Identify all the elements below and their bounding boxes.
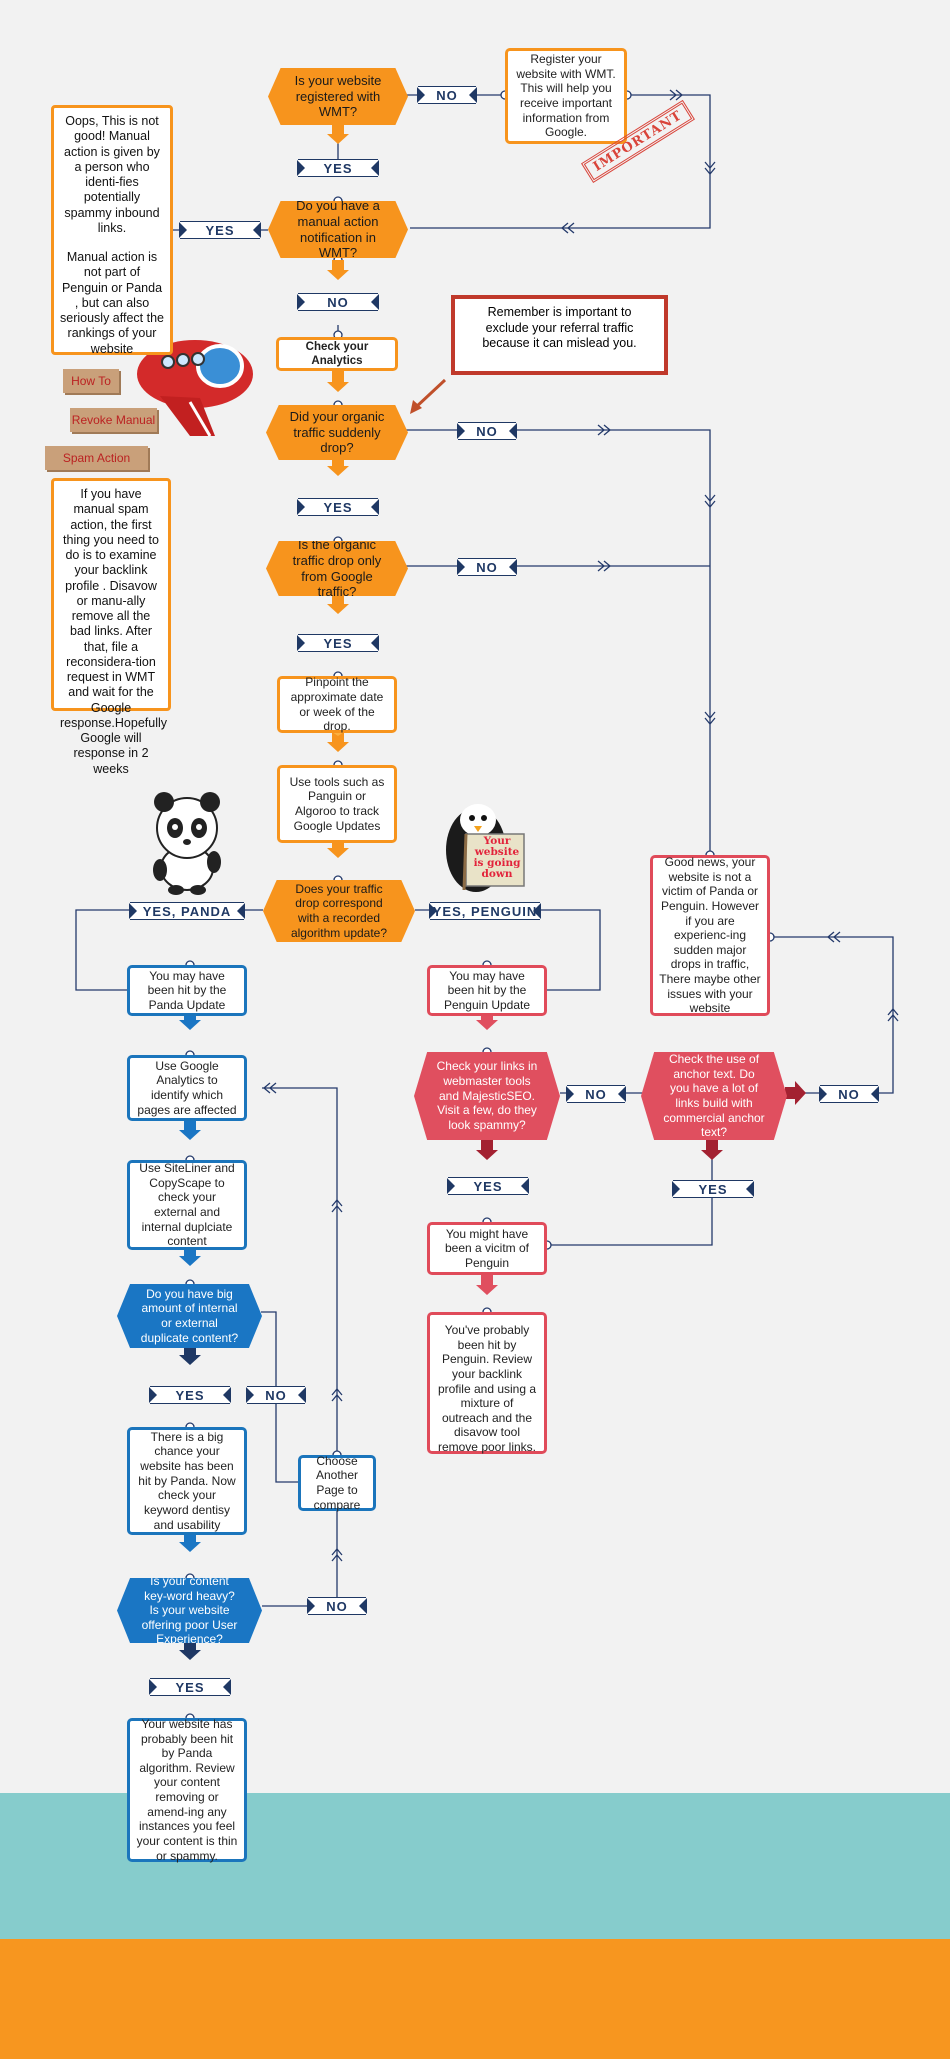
- label-text: YES: [323, 499, 353, 515]
- panda-hit-box: You may have been hit by the Panda Updat…: [127, 965, 247, 1016]
- register-wmt-box: Register your website with WMT. This wil…: [505, 48, 627, 144]
- big-duplicate-text: Do you have big amount of internal or ex…: [140, 1286, 239, 1345]
- label-yes-links: YES: [448, 1177, 528, 1195]
- remember-text: Remember is important to exclude your re…: [482, 305, 637, 351]
- label-text: NO: [436, 87, 458, 103]
- siteliner-box: Use SiteLiner and CopyScape to check you…: [127, 1160, 247, 1250]
- penguin-hit-box: You may have been hit by the Penguin Upd…: [427, 965, 547, 1016]
- siteliner-text: Use SiteLiner and CopyScape to check you…: [139, 1161, 235, 1249]
- pinpoint-box: Pinpoint the approximate date or week of…: [277, 675, 397, 734]
- panda-final-text: Your website has probably been hit by Pa…: [136, 1716, 238, 1863]
- big-duplicate-decision: Do you have big amount of internal or ex…: [117, 1284, 262, 1348]
- good-news-box: Good news, your website is not a victim …: [650, 855, 770, 1016]
- label-text: NO: [585, 1086, 607, 1102]
- manual-steps-text: If you have manual spam action, the firs…: [60, 487, 168, 776]
- penguin-sign-text: Your website is going down: [473, 835, 521, 881]
- label-yes-google: YES: [298, 634, 378, 652]
- label-text: NO: [326, 1598, 348, 1614]
- manual-action-text: Do you have a manual action notification…: [296, 197, 380, 261]
- check-analytics-text: Check your Analytics: [305, 340, 369, 367]
- label-text: NO: [838, 1086, 860, 1102]
- check-links-decision: Check your links in webmaster tools and …: [414, 1052, 560, 1140]
- correspond-decision: Does your traffic drop correspond with a…: [263, 880, 415, 942]
- tag-how-to: How To: [63, 369, 119, 393]
- big-chance-box: There is a big chance your website has b…: [127, 1427, 247, 1535]
- manual-action-decision: Do you have a manual action notification…: [268, 201, 408, 258]
- panda-final-box: Your website has probably been hit by Pa…: [127, 1716, 247, 1863]
- manual-steps-note: If you have manual spam action, the firs…: [51, 478, 171, 776]
- orange-footer-band: [0, 1939, 950, 2059]
- label-no-duplicate: NO: [247, 1386, 305, 1404]
- panda-hit-text: You may have been hit by the Panda Updat…: [147, 968, 227, 1012]
- label-text: YES: [205, 222, 235, 238]
- label-no-keyword: NO: [308, 1597, 366, 1615]
- label-no-anchor: NO: [820, 1085, 878, 1103]
- anchor-text-decision: Check the use of anchor text. Do you hav…: [641, 1052, 787, 1140]
- label-text: NO: [476, 423, 498, 439]
- organic-drop-decision: Did your organic traffic suddenly drop?: [266, 405, 408, 460]
- penguin-final-box: You've probably been hit by Penguin. Rev…: [427, 1312, 547, 1454]
- tag-revoke-manual: Revoke Manual: [70, 408, 157, 432]
- victim-penguin-text: You might have been a vicitm of Penguin: [444, 1226, 530, 1270]
- correspond-text: Does your traffic drop correspond with a…: [290, 881, 388, 940]
- ga-identify-text: Use Google Analytics to identify which p…: [137, 1058, 237, 1117]
- remember-note: Remember is important to exclude your re…: [451, 295, 668, 375]
- label-text: YES: [473, 1178, 503, 1194]
- label-yes-registered: YES: [298, 159, 378, 177]
- check-links-text: Check your links in webmaster tools and …: [436, 1059, 538, 1132]
- tools-box: Use tools such as Panguin or Algoroo to …: [277, 765, 397, 843]
- good-news-text: Good news, your website is not a victim …: [659, 855, 761, 1016]
- pinpoint-text: Pinpoint the approximate date or week of…: [290, 675, 384, 734]
- penguin-final-text: You've probably been hit by Penguin. Rev…: [437, 1323, 537, 1454]
- big-chance-text: There is a big chance your website has b…: [138, 1429, 236, 1532]
- penguin-icon: [446, 804, 525, 892]
- oops-text-2: Manual action is not part of Penguin or …: [60, 250, 164, 356]
- tools-text: Use tools such as Panguin or Algoroo to …: [289, 774, 385, 833]
- label-text: YES: [175, 1387, 205, 1403]
- victim-penguin-box: You might have been a vicitm of Penguin: [427, 1222, 547, 1275]
- keyword-heavy-decision: Is your content key-word heavy? Is your …: [117, 1578, 262, 1643]
- only-google-text: Is the organic traffic drop only from Go…: [292, 536, 382, 600]
- label-text: YES: [323, 635, 353, 651]
- label-no-organic: NO: [458, 422, 516, 440]
- label-text: YES: [698, 1181, 728, 1197]
- label-no-links: NO: [567, 1085, 625, 1103]
- ga-identify-box: Use Google Analytics to identify which p…: [127, 1055, 247, 1121]
- label-text: YES, PANDA: [142, 903, 232, 919]
- label-yes-anchor: YES: [673, 1180, 753, 1198]
- only-google-decision: Is the organic traffic drop only from Go…: [266, 541, 408, 596]
- registered-wmt-text: Is your website registered with WMT?: [294, 72, 382, 120]
- anchor-text-text: Check the use of anchor text. Do you hav…: [663, 1052, 765, 1140]
- label-yes-panda: YES, PANDA: [130, 902, 244, 920]
- panda-icon: [153, 792, 221, 895]
- choose-page-box: Choose Another Page to compare: [298, 1453, 376, 1512]
- label-text: NO: [265, 1387, 287, 1403]
- choose-page-text: Choose Another Page to compare: [313, 1453, 361, 1512]
- oops-text: Oops, This is not good! Manual action is…: [64, 114, 160, 235]
- label-text: YES, PENGUIN: [432, 903, 538, 919]
- label-yes-organic: YES: [298, 498, 378, 516]
- oops-note: Oops, This is not good! Manual action is…: [51, 105, 173, 356]
- airplane-icon: [135, 326, 253, 437]
- label-text: YES: [323, 160, 353, 176]
- penguin-hit-text: You may have been hit by the Penguin Upd…: [443, 968, 531, 1012]
- check-analytics-box: Check your Analytics: [276, 337, 398, 371]
- label-text: NO: [476, 559, 498, 575]
- label-no-manual: NO: [298, 293, 378, 311]
- label-no-register: NO: [418, 86, 476, 104]
- register-wmt-text: Register your website with WMT. This wil…: [516, 52, 616, 140]
- label-text: YES: [175, 1679, 205, 1695]
- label-yes-penguin: YES, PENGUIN: [430, 902, 540, 920]
- label-yes-duplicate: YES: [150, 1386, 230, 1404]
- organic-drop-text: Did your organic traffic suddenly drop?: [289, 408, 385, 456]
- label-yes-keyword: YES: [150, 1678, 230, 1696]
- label-no-google: NO: [458, 558, 516, 576]
- keyword-heavy-text: Is your content key-word heavy? Is your …: [141, 1573, 238, 1647]
- label-yes-manual: YES: [180, 221, 260, 239]
- tag-spam-action: Spam Action: [45, 446, 148, 470]
- label-text: NO: [327, 294, 349, 310]
- registered-wmt-decision: Is your website registered with WMT?: [268, 68, 408, 125]
